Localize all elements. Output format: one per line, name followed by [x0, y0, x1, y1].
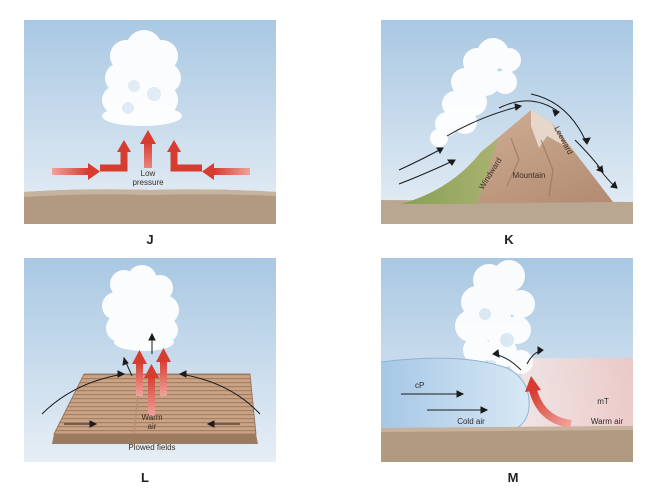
warm-air-label-line1: Warm	[141, 413, 162, 422]
low-pressure-label-line2: pressure	[132, 178, 164, 187]
cloud-icon	[102, 30, 182, 126]
warm-air-arrows-icon	[132, 348, 171, 416]
arrow-left-inflow-icon	[52, 163, 100, 180]
panel-l-illustration: Warm air Plowed fields	[24, 258, 276, 462]
cp-label: cP	[415, 381, 424, 390]
panel-k-illustration: Windward Leeward Mountain	[381, 20, 633, 224]
cloud-icon	[102, 265, 179, 351]
airflow-arrows-icon	[398, 93, 618, 189]
arrow-up-center-icon	[140, 130, 156, 168]
arrow-right-inflow-icon	[202, 163, 250, 180]
panel-k-letter: K	[504, 232, 514, 247]
arrow-up-left-icon	[100, 140, 131, 172]
panel-j-illustration: Low pressure	[24, 20, 276, 224]
panel-j-letter: J	[146, 232, 154, 247]
mt-label: mT	[597, 397, 609, 406]
cold-air-arrows-icon	[401, 346, 544, 414]
panel-l-convective: Warm air Plowed fields	[24, 258, 276, 462]
panel-m-frontal: cP Cold air mT Warm air	[381, 258, 633, 462]
cold-air-label: Cold air	[457, 417, 485, 426]
mountain-label: Mountain	[513, 171, 546, 180]
warm-air-label-line2: air	[148, 422, 157, 431]
cloud-icon	[430, 38, 521, 147]
plowed-fields-label: Plowed fields	[128, 443, 175, 452]
low-pressure-label-line1: Low	[141, 169, 156, 178]
panel-l-letter: L	[141, 470, 149, 485]
warm-air-label: Warm air	[591, 417, 623, 426]
panel-j-convergence: Low pressure	[24, 20, 276, 224]
panel-m-illustration: cP Cold air mT Warm air	[381, 258, 633, 462]
warm-air-rising-arrow-icon	[525, 376, 572, 428]
inflow-arrows-icon	[41, 332, 261, 428]
panel-m-letter: M	[507, 470, 519, 485]
arrow-up-right-icon	[167, 140, 202, 172]
panel-k-orographic: Windward Leeward Mountain	[381, 20, 633, 224]
